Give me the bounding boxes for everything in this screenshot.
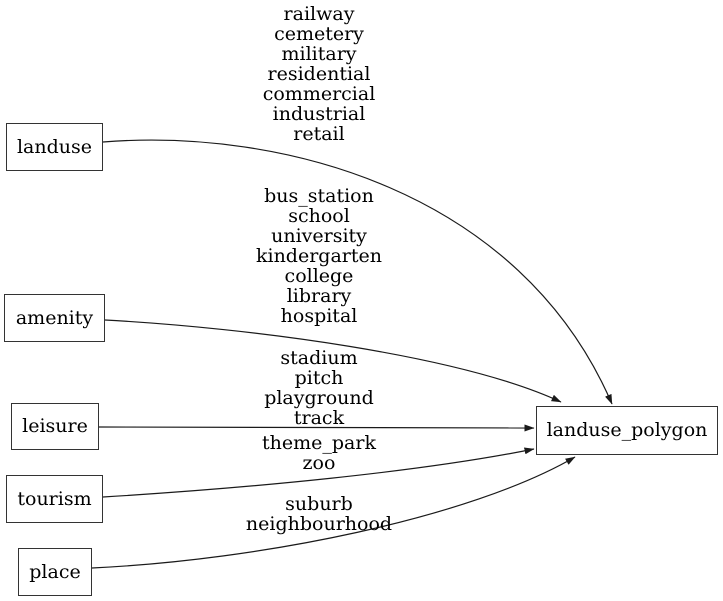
edge-label-line: pitch — [294, 367, 344, 389]
edge-label-place: suburb neighbourhood — [219, 494, 419, 534]
edge-label-line: hospital — [280, 305, 358, 327]
edge-label-line: theme_park — [262, 432, 376, 454]
edge-label-line: neighbourhood — [245, 513, 393, 535]
edge-label-line: military — [281, 43, 357, 65]
edge-label-leisure: stadium pitch playground track — [219, 348, 419, 428]
node-tourism-label: tourism — [17, 487, 92, 510]
edge-label-line: stadium — [280, 347, 358, 369]
edge-leisure-to-landuse-polygon — [98, 424, 535, 432]
node-amenity-label: amenity — [15, 306, 94, 329]
edge-label-landuse: railway cemetery military residential co… — [219, 4, 419, 144]
edge-label-line: industrial — [272, 103, 366, 125]
edge-label-amenity: bus_station school university kindergart… — [219, 186, 419, 326]
node-tourism: tourism — [6, 475, 103, 523]
node-leisure: leisure — [11, 403, 99, 450]
edge-label-line: kindergarten — [255, 245, 382, 267]
edge-label-line: commercial — [262, 83, 376, 105]
edge-label-line: playground — [264, 387, 374, 409]
edge-place-to-landuse-polygon — [91, 456, 576, 569]
edge-label-line: track — [293, 407, 345, 429]
node-landuse: landuse — [6, 123, 103, 171]
edge-label-line: zoo — [302, 452, 336, 474]
node-leisure-label: leisure — [22, 415, 88, 437]
edge-label-line: residential — [267, 63, 371, 85]
edge-label-line: railway — [283, 3, 355, 25]
edge-label-line: college — [284, 265, 354, 287]
edge-tourism-to-landuse-polygon — [102, 447, 535, 498]
edge-label-line: cemetery — [274, 23, 364, 45]
node-place: place — [18, 548, 92, 596]
edge-label-line: bus_station — [264, 185, 374, 207]
edge-label-line: retail — [293, 123, 345, 145]
node-amenity: amenity — [4, 294, 105, 342]
edge-label-line: suburb — [285, 493, 353, 515]
edge-label-line: school — [288, 205, 350, 227]
node-landuse-label: landuse — [16, 135, 93, 158]
node-landuse-polygon-label: landuse_polygon — [546, 419, 708, 441]
edge-label-line: library — [286, 285, 352, 307]
edge-amenity-to-landuse-polygon — [104, 319, 562, 403]
edge-label-tourism: theme_park zoo — [219, 433, 419, 473]
edge-landuse-to-landuse-polygon — [102, 139, 613, 405]
edge-label-line: university — [271, 225, 367, 247]
node-place-label: place — [29, 560, 81, 583]
node-landuse-polygon: landuse_polygon — [536, 406, 718, 455]
